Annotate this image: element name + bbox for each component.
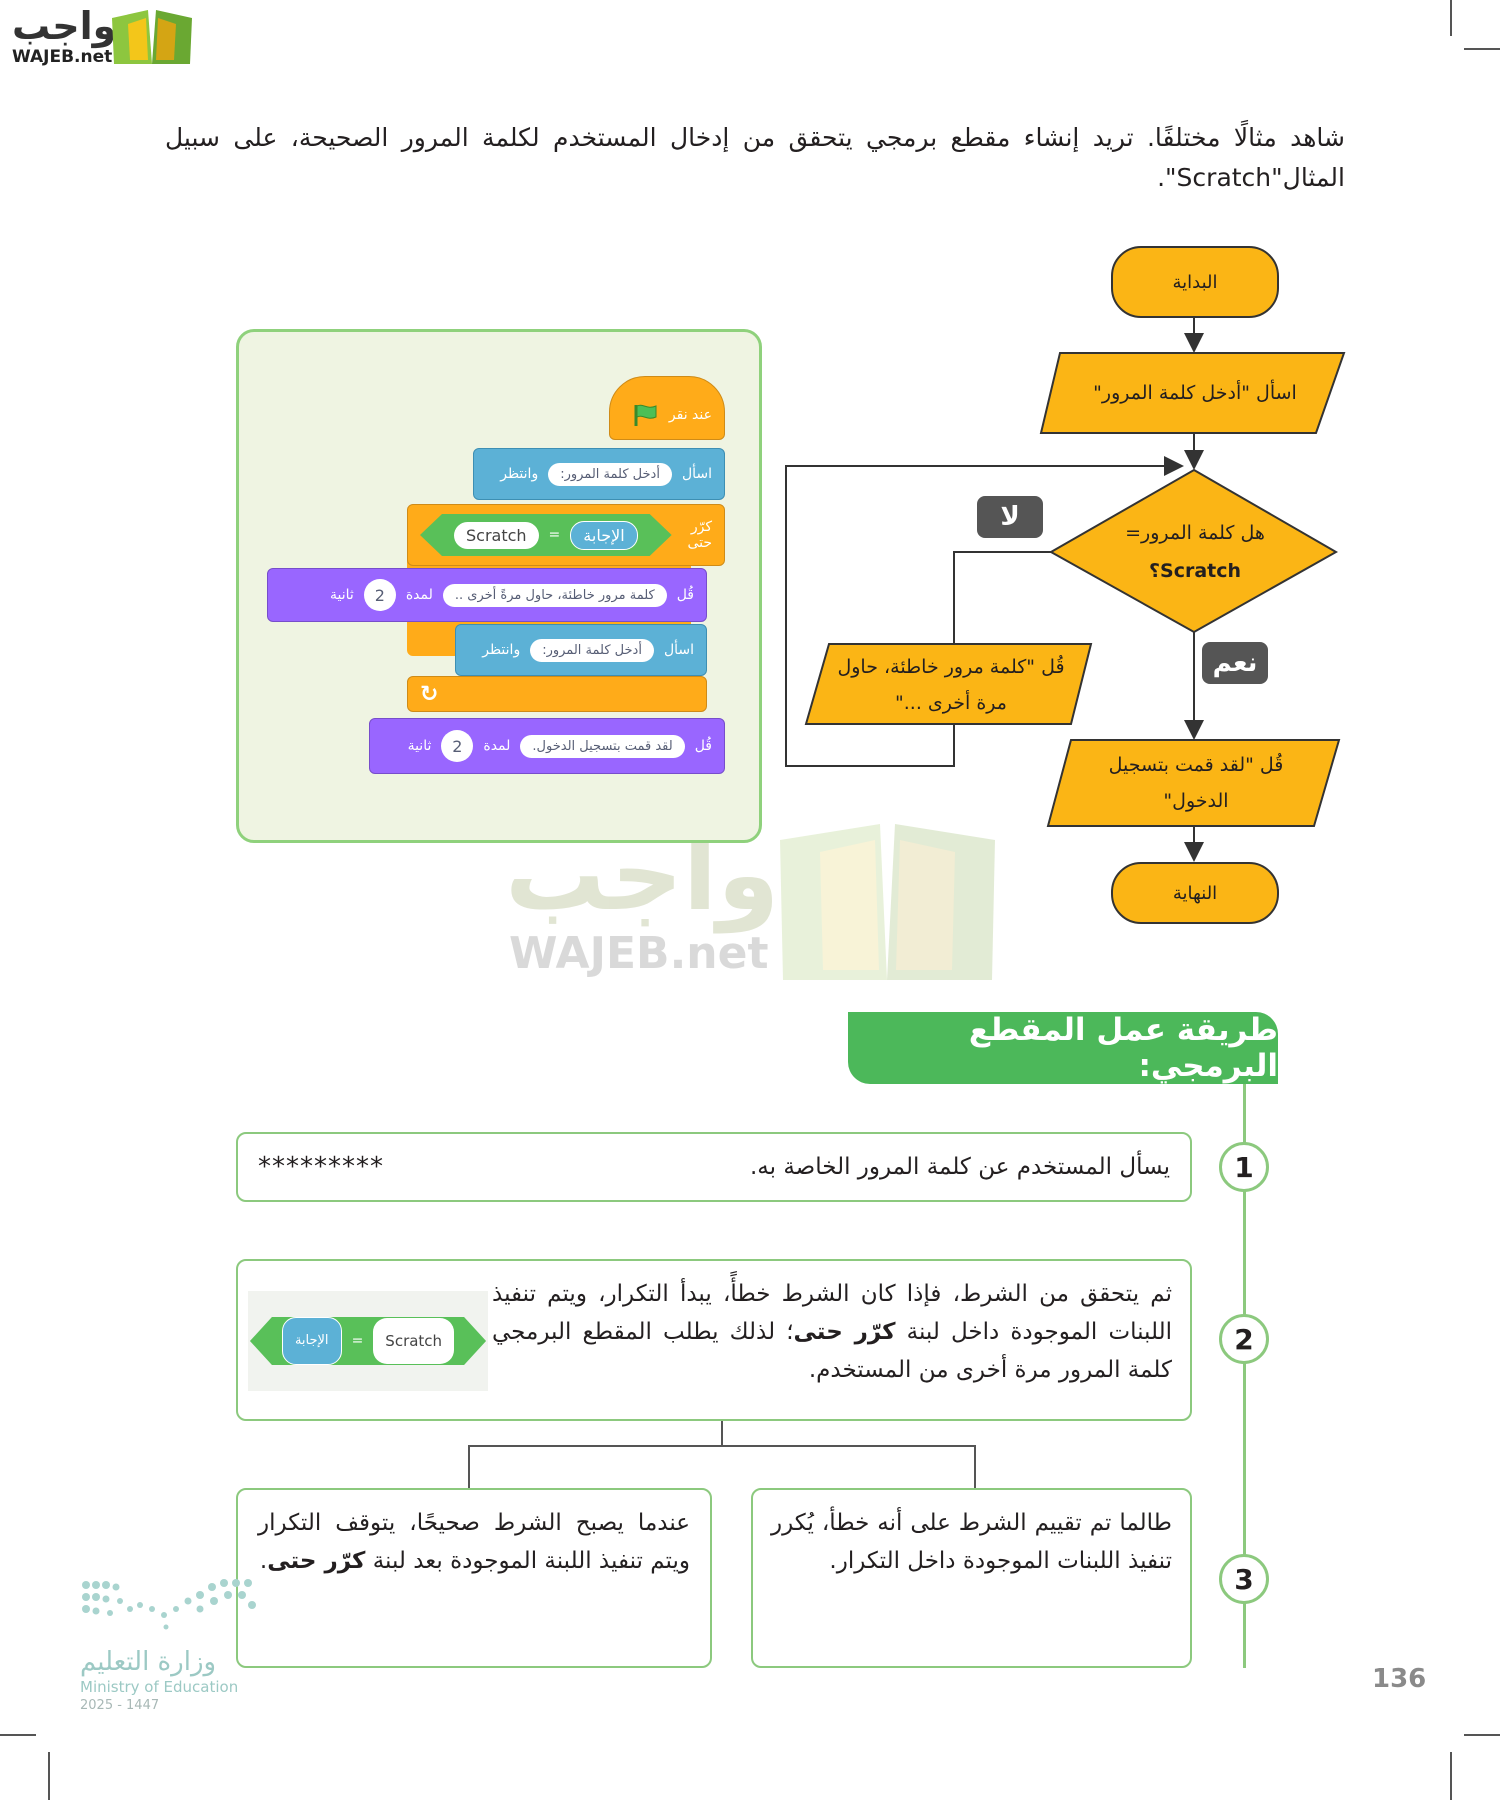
flow-ask-shape xyxy=(1039,352,1346,434)
connector-line xyxy=(468,1445,470,1488)
hat-block[interactable]: عند نقر xyxy=(609,376,725,440)
step3-left-bold: كرّر حتى xyxy=(267,1548,366,1574)
flow-wrong-text: قُل "كلمة مرور خاطئة، حاول مرة أخرى ..." xyxy=(820,648,1082,722)
flow-success-text: قُل "لقد قمت بتسجيل الدخول" xyxy=(1062,744,1330,822)
watermark-latin: WAJEB.net xyxy=(509,928,769,979)
logo-arabic: واجب xyxy=(12,4,117,48)
loop-arrow-icon: ↻ xyxy=(420,681,439,707)
step3-right-text: طالما تم تقييم الشرط على أنه خطأ، يُكرر … xyxy=(771,1510,1172,1574)
ministry-english: Ministry of Education xyxy=(80,1678,239,1696)
say-wrong-block[interactable]: قُل كلمة مرور خاطئة، حاول مرةً أخرى .. ل… xyxy=(267,568,707,622)
timeline-line xyxy=(1243,1084,1246,1668)
step3-number: 3 xyxy=(1219,1554,1269,1604)
ask-label: اسأل xyxy=(681,466,712,482)
flow-success-line1: قُل "لقد قمت بتسجيل xyxy=(1108,754,1284,776)
step2-number: 2 xyxy=(1219,1314,1269,1364)
step2-bold: كرّر حتى xyxy=(793,1319,896,1345)
section-title: طريقة عمل المقطع البرمجي: xyxy=(848,1012,1278,1084)
yes-label: نعم xyxy=(1202,642,1268,684)
step3-left-text-b: . xyxy=(259,1548,268,1574)
say-success-label: قُل xyxy=(694,738,712,754)
watermark-book-icon xyxy=(780,824,995,980)
step3-right-box: طالما تم تقييم الشرط على أنه خطأ، يُكرر … xyxy=(751,1488,1192,1668)
condition-hexagon[interactable]: الإجابة = Scratch xyxy=(420,514,672,556)
wait-again-label: وانتظر xyxy=(482,642,521,658)
hat-label: عند نقر xyxy=(668,407,712,423)
for-success-label: لمدة xyxy=(483,738,511,754)
ministry-dots-icon xyxy=(82,1579,256,1630)
password-mask: ********* xyxy=(258,1152,384,1182)
step2-text-b: ؛ لذلك يطلب المقطع البرمجي كلمة المرور م… xyxy=(492,1319,1172,1383)
crop-mark xyxy=(1464,48,1500,50)
ministry-year: 2025 - 1447 xyxy=(80,1698,160,1713)
small-scratch-value: Scratch xyxy=(373,1318,454,1364)
equals-sign: = xyxy=(548,527,561,543)
flow-success-shape xyxy=(1046,739,1341,827)
step3-left-text: عندما يصبح الشرط صحيحًا، يتوقف التكرار و… xyxy=(258,1504,690,1580)
success-text-input[interactable]: لقد قمت بتسجيل الدخول. xyxy=(520,734,685,758)
logo-latin: WAJEB.net xyxy=(12,47,113,67)
flow-end: النهاية xyxy=(1111,862,1279,924)
ask-again-block[interactable]: اسأل أدخل كلمة المرور: وانتظر xyxy=(455,624,707,676)
ministry-logo: وزارة التعليم Ministry of Education 2025… xyxy=(80,1575,260,1715)
crop-mark xyxy=(1450,0,1452,36)
crop-mark xyxy=(1464,1734,1500,1736)
repeat-bottom-block: ↻ xyxy=(407,676,707,712)
repeat-until-block[interactable]: كرّر حتى الإجابة = Scratch xyxy=(407,504,725,566)
ask-block[interactable]: اسأل أدخل كلمة المرور: وانتظر xyxy=(473,448,725,500)
ask-text-input[interactable]: أدخل كلمة المرور: xyxy=(548,462,672,486)
crop-mark xyxy=(48,1752,50,1800)
crop-mark xyxy=(0,1734,36,1736)
no-label: لا xyxy=(977,496,1043,538)
for-label: لمدة xyxy=(405,587,433,603)
flow-decision-line2: Scratch؟ xyxy=(1148,560,1242,582)
flow-start: البداية xyxy=(1111,246,1279,318)
crop-mark xyxy=(1450,1752,1452,1800)
flow-ask-text: اسأل "أدخل كلمة المرور" xyxy=(1093,382,1297,404)
flow-wrong-line2: مرة أخرى ..." xyxy=(895,692,1007,714)
step3-left-text-a: عندما يصبح الشرط صحيحًا، يتوقف التكرار و… xyxy=(258,1510,690,1574)
step2-box: ثم يتحقق من الشرط، فإذا كان الشرط خطأً، … xyxy=(236,1259,1192,1421)
step2-text-a: ثم يتحقق من الشرط، فإذا كان الشرط خطأً، … xyxy=(492,1281,1172,1345)
book-icon xyxy=(112,10,192,64)
connector-line xyxy=(468,1445,975,1447)
condition-hexagon-small: Scratch = الإجابة xyxy=(250,1317,486,1365)
flow-wrong-shape xyxy=(804,643,1093,725)
flow-success-line2: الدخول" xyxy=(1163,790,1229,812)
step1-box: يسأل المستخدم عن كلمة المرور الخاصة به. … xyxy=(236,1132,1192,1202)
condition-block-image: Scratch = الإجابة xyxy=(248,1291,488,1391)
step1-number: 1 xyxy=(1219,1142,1269,1192)
flow-decision-text: هل كلمة المرور= Scratch؟ xyxy=(1090,510,1300,594)
ask-again-text-input[interactable]: أدخل كلمة المرور: xyxy=(530,638,654,662)
scratch-value-input[interactable]: Scratch xyxy=(454,522,539,549)
step2-text: ثم يتحقق من الشرط، فإذا كان الشرط خطأً، … xyxy=(492,1275,1172,1389)
step1-text: يسأل المستخدم عن كلمة المرور الخاصة به. xyxy=(750,1154,1170,1180)
wait-label: وانتظر xyxy=(500,466,539,482)
flowchart-graphics xyxy=(785,315,1346,862)
seconds-success-input[interactable]: 2 xyxy=(441,730,474,762)
flow-wrong-line1: قُل "كلمة مرور خاطئة، حاول xyxy=(837,656,1065,678)
flow-decision-line1: هل كلمة المرور= xyxy=(1125,522,1265,544)
seconds-label: ثانية xyxy=(330,587,354,603)
wrong-text-input[interactable]: كلمة مرور خاطئة، حاول مرةً أخرى .. xyxy=(442,583,667,607)
repeat-label: كرّر حتى xyxy=(687,519,712,551)
page-number: 136 xyxy=(1372,1664,1427,1694)
small-equals: = xyxy=(351,1333,364,1349)
wajeb-logo[interactable]: واجب WAJEB.net xyxy=(8,6,198,68)
seconds-input[interactable]: 2 xyxy=(363,579,396,611)
ministry-arabic: وزارة التعليم xyxy=(80,1647,217,1677)
seconds-success-label: ثانية xyxy=(407,738,432,754)
connector-line xyxy=(721,1421,723,1445)
say-success-block[interactable]: قُل لقد قمت بتسجيل الدخول. لمدة 2 ثانية xyxy=(369,718,725,774)
green-flag-icon xyxy=(634,404,657,426)
scratch-code-panel: عند نقر اسأل أدخل كلمة المرور: وانتظر كر… xyxy=(236,329,762,843)
ask-again-label: اسأل xyxy=(663,642,694,658)
small-answer-reporter: الإجابة xyxy=(282,1317,342,1365)
say-label: قُل xyxy=(676,587,694,603)
connector-line xyxy=(974,1445,976,1488)
answer-reporter[interactable]: الإجابة xyxy=(570,521,637,550)
intro-paragraph: شاهد مثالًا مختلفًا. تريد إنشاء مقطع برم… xyxy=(165,123,1345,192)
step3-left-box: عندما يصبح الشرط صحيحًا، يتوقف التكرار و… xyxy=(236,1488,712,1668)
